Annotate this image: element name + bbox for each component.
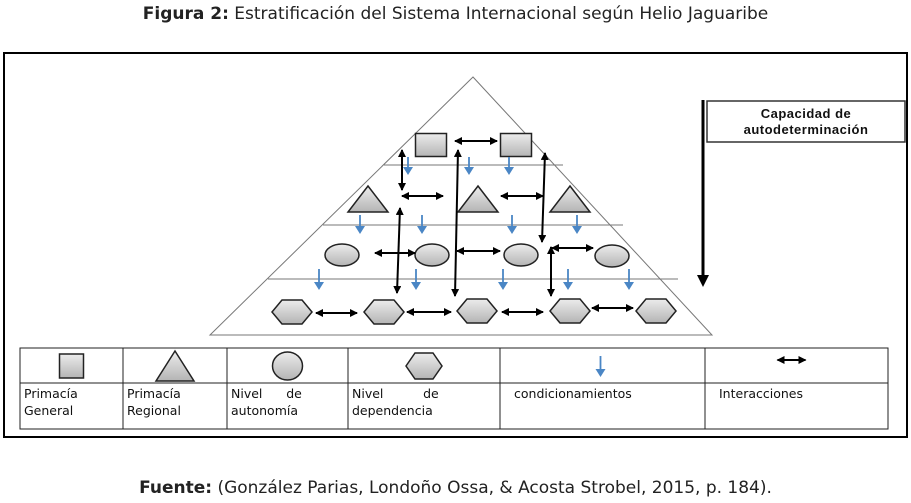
legend-item-blue-arrow-down: condicionamientos bbox=[514, 356, 632, 401]
square-primacia-general bbox=[58, 353, 85, 379]
legend-item-double-arrow: Interacciones bbox=[719, 356, 807, 401]
figure-source: Fuente: (González Parias, Londoño Ossa, … bbox=[0, 478, 911, 498]
triangle-primacia-regional bbox=[548, 184, 592, 213]
legend-label-line2: Regional bbox=[127, 403, 181, 418]
square-primacia-general bbox=[499, 132, 533, 158]
circle-nivel-autonomia bbox=[503, 243, 539, 267]
conditioning-arrowhead bbox=[411, 282, 421, 290]
source-text: (González Parias, Londoño Ossa, & Acosta… bbox=[217, 478, 772, 498]
capacity-line1: Capacidad de bbox=[761, 106, 852, 121]
conditioning-arrowhead bbox=[464, 167, 474, 175]
legend-label-line2: autonomía bbox=[231, 403, 298, 418]
pyramid bbox=[208, 76, 714, 336]
hexagon-nivel-dependencia bbox=[456, 298, 498, 324]
capacity-line2: autodeterminación bbox=[744, 122, 869, 137]
hexagon-nivel-dependencia bbox=[271, 299, 313, 325]
legend-label-line1: Nivel de bbox=[352, 386, 439, 401]
circle-nivel-autonomia bbox=[271, 351, 304, 381]
conditioning-arrowhead bbox=[572, 226, 582, 234]
legend-item-hexagon: Nivel de dependencia bbox=[352, 352, 443, 418]
legend-label-line1: Nivel de bbox=[231, 386, 302, 401]
hexagon-nivel-dependencia bbox=[549, 298, 591, 324]
legend-label-line1: Interacciones bbox=[719, 386, 803, 401]
hexagon-nivel-dependencia bbox=[635, 298, 677, 324]
conditioning-arrowhead bbox=[498, 282, 508, 290]
triangle-primacia-regional bbox=[346, 184, 390, 213]
source-label: Fuente: bbox=[139, 478, 213, 498]
legend-label-line2: General bbox=[24, 403, 73, 418]
conditioning-arrowhead bbox=[403, 167, 413, 175]
figure-label: Figura 2: bbox=[142, 4, 229, 24]
conditioning-arrowhead bbox=[624, 282, 634, 290]
interaction-arrow bbox=[393, 207, 404, 294]
interaction-arrow bbox=[451, 149, 462, 297]
capacity-box: Capacidad de autodeterminación bbox=[706, 100, 906, 143]
square-primacia-general bbox=[414, 132, 448, 158]
figure-title-text: Estratificación del Sistema Internaciona… bbox=[234, 4, 769, 24]
hexagon-nivel-dependencia bbox=[405, 352, 443, 380]
conditioning-arrowhead bbox=[417, 226, 427, 234]
conditioning-arrowhead bbox=[507, 226, 517, 234]
legend-label-line1: condicionamientos bbox=[514, 386, 632, 401]
conditioning-arrowhead bbox=[314, 282, 324, 290]
legend-label-line1: Primacía bbox=[127, 386, 181, 401]
legend-label-line2: dependencia bbox=[352, 403, 433, 418]
conditioning-arrowhead bbox=[504, 167, 514, 175]
figure-title: Figura 2: Estratificación del Sistema In… bbox=[0, 4, 911, 24]
interaction-arrow bbox=[538, 152, 549, 243]
conditioning-arrowhead bbox=[563, 282, 573, 290]
circle-nivel-autonomia bbox=[324, 243, 360, 267]
circle-nivel-autonomia bbox=[414, 243, 450, 267]
legend-label-line1: Primacía bbox=[24, 386, 78, 401]
hexagon-nivel-dependencia bbox=[363, 299, 405, 325]
triangle-primacia-regional bbox=[456, 184, 500, 213]
circle-nivel-autonomia bbox=[594, 244, 630, 268]
capacity-arrow bbox=[697, 100, 709, 287]
conditioning-arrowhead bbox=[595, 369, 606, 377]
triangle-primacia-regional bbox=[154, 349, 196, 382]
conditioning-arrowhead bbox=[355, 226, 365, 234]
legend-item-circle: Nivel de autonomía bbox=[231, 351, 304, 418]
figure-frame bbox=[3, 52, 908, 438]
